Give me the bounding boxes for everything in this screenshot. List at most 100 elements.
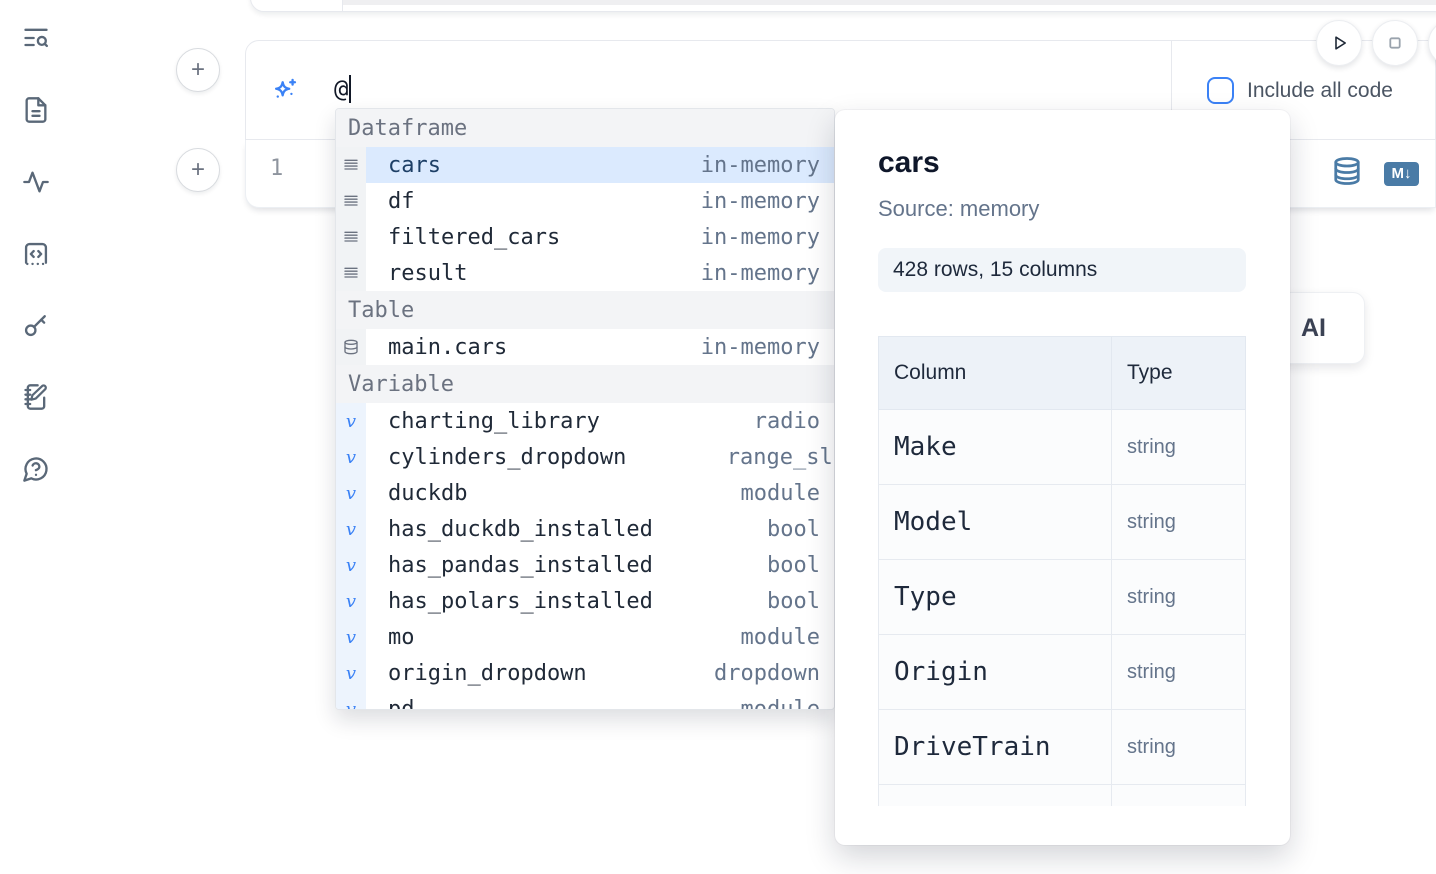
variable-icon: v — [336, 547, 366, 583]
prompt-value: @ — [334, 75, 349, 103]
item-type: in-memory — [700, 224, 820, 250]
table-row: Origin string — [878, 634, 1246, 710]
autocomplete-item-has-polars-installed[interactable]: v has_polars_installed bool — [336, 583, 834, 619]
autocomplete-item-cylinders-dropdown[interactable]: v cylinders_dropdown range_sli — [336, 439, 834, 475]
dataframe-rows-icon — [336, 183, 366, 219]
column-type-cell: string — [1111, 634, 1246, 710]
item-name: df — [388, 188, 415, 214]
prev-cell-gutter-divider — [342, 0, 343, 11]
item-name: filtered_cars — [388, 224, 561, 250]
column-name-cell: Type — [878, 559, 1112, 635]
table-row: DriveTrain string — [878, 709, 1246, 785]
include-all-code-label: Include all code — [1247, 78, 1393, 102]
secrets-key-icon[interactable] — [22, 311, 50, 339]
autocomplete-item-charting-library[interactable]: v charting_library radio — [336, 403, 834, 439]
ai-prompt-input[interactable]: @ — [334, 75, 352, 103]
column-name-cell: Model — [878, 484, 1112, 560]
item-type: bool — [767, 552, 820, 578]
item-name: duckdb — [388, 480, 468, 506]
type-header: Type — [1111, 336, 1246, 410]
stop-button[interactable] — [1372, 20, 1418, 66]
item-name: cars — [388, 152, 441, 178]
convert-to-markdown-icon[interactable]: M↓ — [1384, 161, 1419, 186]
table-row: Model string — [878, 484, 1246, 560]
variable-icon: v — [336, 691, 366, 709]
item-name: mo — [388, 624, 415, 650]
sparkles-ai-icon — [271, 77, 299, 105]
schema-table-wrap: Column Type Make string Model string Typ… — [878, 336, 1246, 806]
variable-icon: v — [336, 583, 366, 619]
autocomplete-item-df[interactable]: df in-memory — [336, 183, 834, 219]
column-name-cell: DriveTrain — [878, 709, 1112, 785]
dataframe-rows-icon — [336, 219, 366, 255]
help-chat-icon[interactable] — [22, 455, 50, 483]
autocomplete-item-result[interactable]: result in-memory — [336, 255, 834, 291]
autocomplete-dropdown: Dataframe cars in-memory df in-memory fi… — [335, 108, 835, 710]
column-type-cell: string — [1111, 559, 1246, 635]
variable-icon: v — [336, 655, 366, 691]
preview-source: Source: memory — [878, 196, 1040, 221]
autocomplete-item-has-duckdb-installed[interactable]: v has_duckdb_installed bool — [336, 511, 834, 547]
item-name: pd — [388, 696, 415, 710]
autocomplete-item-mo[interactable]: v mo module — [336, 619, 834, 655]
variable-icon: v — [336, 439, 366, 475]
file-document-icon[interactable] — [22, 96, 50, 124]
table-row: Type string — [878, 559, 1246, 635]
item-type: module — [740, 696, 820, 710]
run-cell-button[interactable] — [1316, 20, 1362, 66]
dataframe-rows-icon — [336, 147, 366, 183]
schema-table: Column Type Make string Model string Typ… — [878, 336, 1246, 806]
previous-cell-bottom — [250, 0, 1436, 12]
autocomplete-item-origin-dropdown[interactable]: v origin_dropdown dropdown — [336, 655, 834, 691]
autocomplete-item-duckdb[interactable]: v duckdb module — [336, 475, 834, 511]
item-type: dropdown — [714, 660, 820, 686]
variable-icon: v — [336, 403, 366, 439]
section-header-variable: Variable — [336, 365, 834, 403]
left-sidebar — [0, 0, 72, 874]
autocomplete-item-main-cars[interactable]: main.cars in-memory — [336, 329, 834, 365]
autocomplete-item-filtered-cars[interactable]: filtered_cars in-memory — [336, 219, 834, 255]
activity-tracer-icon[interactable] — [22, 168, 50, 196]
item-type: module — [740, 624, 820, 650]
item-type: in-memory — [700, 260, 820, 286]
item-type: module — [740, 480, 820, 506]
column-type-cell: string — [1111, 409, 1246, 485]
convert-to-sql-database-icon[interactable] — [1332, 156, 1362, 191]
prompt-right-divider — [1171, 41, 1172, 139]
item-name: origin_dropdown — [388, 660, 587, 686]
shape-badge: 428 rows, 15 columns — [878, 248, 1246, 292]
table-row: Make string — [878, 409, 1246, 485]
play-icon — [1335, 36, 1347, 50]
text-cursor — [349, 75, 352, 103]
item-type: in-memory — [700, 188, 820, 214]
column-name-cell: Origin — [878, 634, 1112, 710]
table-of-contents-search-icon[interactable] — [22, 24, 50, 52]
autocomplete-item-has-pandas-installed[interactable]: v has_pandas_installed bool — [336, 547, 834, 583]
autocomplete-item-cars[interactable]: cars in-memory — [336, 147, 834, 183]
preview-title: cars — [878, 146, 940, 179]
variable-icon: v — [336, 511, 366, 547]
autocomplete-item-pd-partial[interactable]: v pd module — [336, 691, 834, 710]
item-type: range_sli — [726, 444, 835, 470]
add-cell-button-top[interactable]: + — [176, 48, 220, 92]
section-header-table: Table — [336, 291, 834, 329]
column-type-cell: string — [1111, 484, 1246, 560]
include-all-code-checkbox[interactable] — [1207, 77, 1234, 104]
column-type-cell: string — [1111, 709, 1246, 785]
generate-ai-label: AI — [1301, 313, 1326, 342]
item-name: has_pandas_installed — [388, 552, 653, 578]
snippets-code-icon[interactable] — [22, 240, 50, 268]
variable-icon: v — [336, 475, 366, 511]
item-name: has_duckdb_installed — [388, 516, 653, 542]
include-all-code-toggle[interactable]: Include all code — [1207, 77, 1393, 104]
item-name: result — [388, 260, 468, 286]
variable-icon: v — [336, 619, 366, 655]
section-header-dataframe: Dataframe — [336, 109, 834, 147]
scratchpad-notebook-icon[interactable] — [22, 383, 50, 411]
add-cell-button-bottom[interactable]: + — [176, 148, 220, 192]
table-database-icon — [336, 329, 366, 365]
prev-cell-output-band — [343, 0, 1436, 5]
item-name: cylinders_dropdown — [388, 444, 627, 470]
item-type: in-memory — [700, 152, 820, 178]
line-number: 1 — [270, 156, 284, 181]
